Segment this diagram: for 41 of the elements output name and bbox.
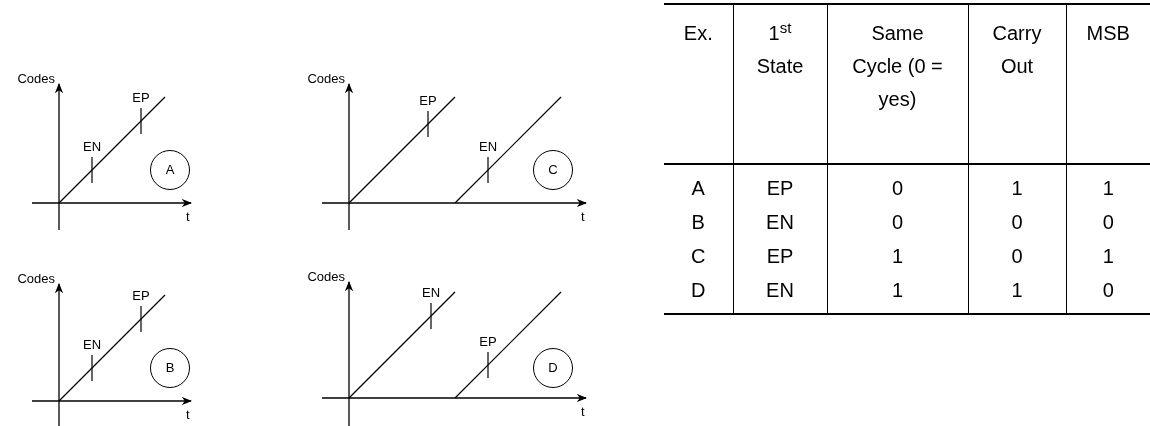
marker-label: EP bbox=[132, 91, 150, 104]
table-value: 1 bbox=[827, 273, 968, 314]
marker-label: EP bbox=[419, 94, 437, 107]
table-value: EN bbox=[733, 273, 827, 314]
table-value: 1 bbox=[968, 164, 1066, 205]
table-value: 0 bbox=[827, 164, 968, 205]
axis-label: Codes bbox=[17, 272, 55, 285]
table-value: EN bbox=[733, 205, 827, 239]
axis-label: Codes bbox=[307, 72, 345, 85]
table-value: EP bbox=[733, 164, 827, 205]
column-header: MSB bbox=[1066, 4, 1150, 164]
axis-label: t bbox=[186, 408, 190, 421]
axis-label: t bbox=[186, 210, 190, 223]
table-value: D bbox=[664, 273, 733, 314]
table-value: EP bbox=[733, 239, 827, 273]
table-value: 1 bbox=[968, 273, 1066, 314]
axis-label: t bbox=[581, 210, 585, 223]
table-value: 0 bbox=[827, 205, 968, 239]
table-value: 0 bbox=[968, 239, 1066, 273]
marker-label: EN bbox=[82, 140, 102, 153]
axis-label: t bbox=[581, 405, 585, 418]
table-value: A bbox=[664, 164, 733, 205]
table-value: 0 bbox=[968, 205, 1066, 239]
column-header: Same Cycle (0 = yes) bbox=[827, 4, 968, 164]
marker-label: EP bbox=[132, 289, 150, 302]
table-value: 0 bbox=[1066, 205, 1150, 239]
marker-label: EN bbox=[421, 286, 441, 299]
table-value: C bbox=[664, 239, 733, 273]
column-header: 1$^{st}$ State bbox=[733, 4, 827, 164]
marker-label: EP bbox=[479, 335, 497, 348]
column-header: Carry Out bbox=[968, 4, 1066, 164]
table-value: B bbox=[664, 205, 733, 239]
table-value: 1 bbox=[1066, 239, 1150, 273]
axis-label: Codes bbox=[307, 270, 345, 283]
column-header: Ex. bbox=[664, 4, 733, 164]
table-value: 1 bbox=[827, 239, 968, 273]
table-value: 1 bbox=[1066, 164, 1150, 205]
axis-label: Codes bbox=[17, 72, 55, 85]
marker-label: EN bbox=[478, 140, 498, 153]
table-value: 0 bbox=[1066, 273, 1150, 314]
marker-label: EN bbox=[82, 338, 102, 351]
